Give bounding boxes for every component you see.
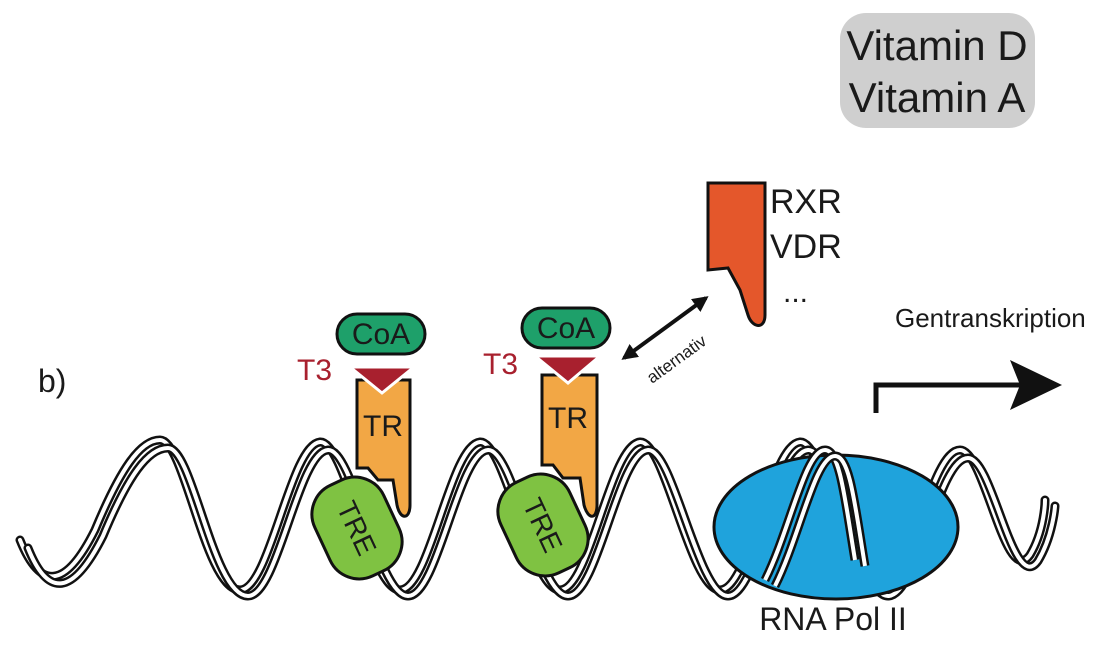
alt-receptor-shape — [706, 181, 767, 327]
vdr-label: VDR — [770, 228, 842, 266]
coa-coactivator-1 — [335, 312, 427, 356]
tr-label-1: TR — [363, 410, 403, 443]
dna-over-polymerase-core — [763, 447, 857, 581]
t3-ligand-1 — [345, 365, 419, 395]
t3-label-2: T3 — [483, 348, 518, 381]
coa-label-1: CoA — [352, 318, 410, 351]
double-arrow — [621, 296, 709, 360]
tr-receptor-2 — [540, 373, 599, 518]
rna-polymerase: RNA Pol II — [712, 445, 960, 637]
tre-element-1: TRE — [310, 475, 404, 581]
t3-ligand-2 — [530, 354, 605, 385]
panel-label: b) — [38, 363, 66, 399]
transcription-arrow-head — [1010, 360, 1062, 410]
coa-coactivator-2 — [520, 306, 612, 350]
alternative-receptor: RXR VDR ... — [706, 181, 842, 327]
tr-receptor-1 — [355, 378, 412, 518]
coa-label-2: CoA — [537, 312, 595, 345]
tr-label-2: TR — [548, 402, 588, 435]
receptor-complex-1: TR TRE T3 CoA — [297, 312, 427, 581]
alternative-arrow: alternativ — [621, 296, 711, 387]
transcription-start-arrow: Gentranskription — [873, 303, 1086, 413]
rna-pol-ii-label: RNA Pol II — [759, 601, 907, 637]
gentranskription-label: Gentranskription — [895, 303, 1086, 333]
ellipsis-label: ... — [783, 276, 808, 309]
dna-over-polymerase-2-core — [773, 453, 867, 587]
vitamin-a-label: Vitamin A — [849, 74, 1026, 121]
transcription-arrow-line — [873, 382, 1020, 413]
vitamin-box-background — [840, 13, 1035, 128]
receptor-complex-2: TR TRE T3 CoA — [483, 306, 612, 578]
tre-element-2: TRE — [496, 472, 590, 578]
vitamin-box: Vitamin D Vitamin A — [840, 13, 1035, 128]
rxr-label: RXR — [770, 183, 842, 221]
alternativ-label: alternativ — [643, 331, 710, 387]
t3-label-1: T3 — [297, 354, 332, 387]
vitamin-d-label: Vitamin D — [846, 22, 1027, 69]
